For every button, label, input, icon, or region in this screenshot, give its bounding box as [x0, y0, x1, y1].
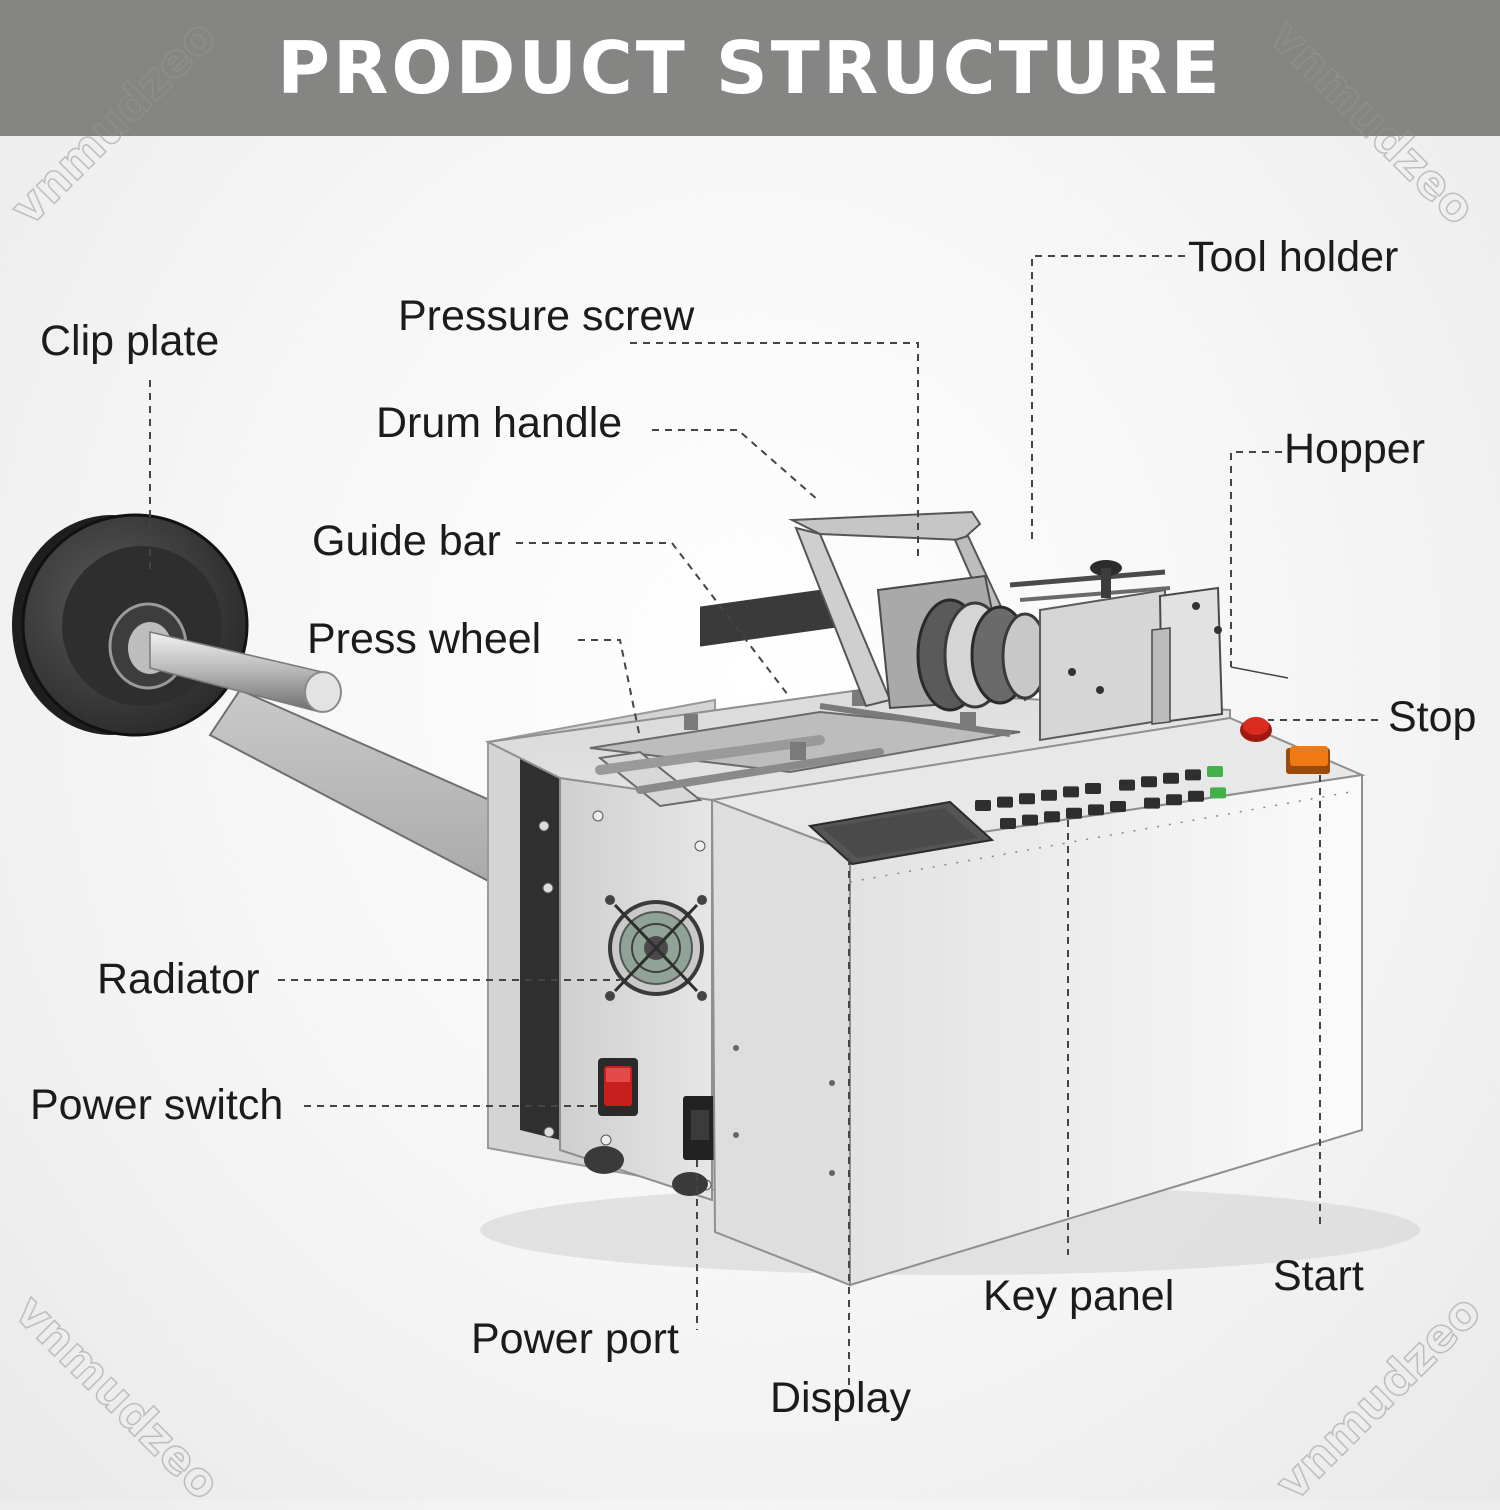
leader-lines — [149, 255, 1378, 1385]
clip-plate-reel — [12, 513, 249, 737]
key-button — [1207, 766, 1223, 777]
material-belt — [208, 688, 537, 897]
label-start: Start — [1273, 1252, 1364, 1300]
leader-drum-handle — [652, 429, 819, 501]
key-button — [1185, 769, 1201, 781]
key-button — [1019, 793, 1035, 805]
leader-guide-bar — [516, 542, 789, 696]
key-button — [997, 796, 1013, 808]
leader-press-wheel — [578, 639, 641, 739]
key-button — [975, 800, 991, 811]
key-button — [1044, 811, 1060, 823]
key-panel — [975, 766, 1226, 829]
press-wheel — [876, 574, 1049, 712]
page-title: PRODUCT STRUCTURE — [277, 26, 1223, 110]
label-pressure-screw: Pressure screw — [398, 292, 695, 340]
key-button — [1041, 789, 1057, 801]
label-hopper: Hopper — [1284, 425, 1426, 473]
power-switch-rocker — [598, 1058, 638, 1116]
leader-tool-holder — [1031, 255, 1185, 545]
key-button — [1022, 814, 1038, 826]
key-button — [1163, 772, 1179, 784]
hopper-block — [1151, 586, 1224, 725]
leader-pressure-screw — [630, 342, 919, 560]
power-port-socket — [683, 1096, 717, 1160]
label-power-port: Power port — [471, 1315, 679, 1363]
machine-feet — [584, 1146, 708, 1196]
label-key-panel: Key panel — [983, 1272, 1175, 1320]
radiator-fan — [605, 895, 707, 1001]
label-press-wheel: Press wheel — [307, 615, 542, 663]
label-stop: Stop — [1388, 693, 1477, 741]
reel-shaft — [149, 631, 342, 713]
header-banner: PRODUCT STRUCTURE — [0, 0, 1500, 136]
key-button — [1066, 807, 1082, 819]
key-button — [1110, 801, 1126, 812]
key-button — [1210, 787, 1226, 799]
key-button — [1166, 794, 1182, 806]
tool-holder — [1009, 560, 1171, 742]
start-button — [1286, 746, 1330, 774]
label-radiator: Radiator — [97, 955, 260, 1003]
key-button — [1119, 779, 1135, 791]
key-button — [1085, 783, 1101, 794]
key-button — [1141, 776, 1157, 788]
label-power-switch: Power switch — [30, 1081, 284, 1129]
front-console — [708, 716, 1366, 1287]
leader-hopper-tip — [1230, 666, 1289, 679]
key-button — [1144, 797, 1160, 809]
stop-button — [1240, 717, 1272, 742]
label-clip-plate: Clip plate — [40, 317, 220, 365]
label-tool-holder: Tool holder — [1188, 233, 1399, 281]
key-button — [1088, 804, 1104, 816]
label-drum-handle: Drum handle — [376, 399, 623, 447]
label-display: Display — [770, 1374, 911, 1422]
key-button — [1000, 818, 1016, 829]
guide-bar-assembly — [589, 586, 1021, 808]
key-button — [1188, 790, 1204, 802]
lcd-display — [807, 800, 995, 866]
leader-hopper — [1230, 451, 1282, 667]
label-guide-bar: Guide bar — [312, 517, 501, 565]
key-button — [1063, 786, 1079, 798]
